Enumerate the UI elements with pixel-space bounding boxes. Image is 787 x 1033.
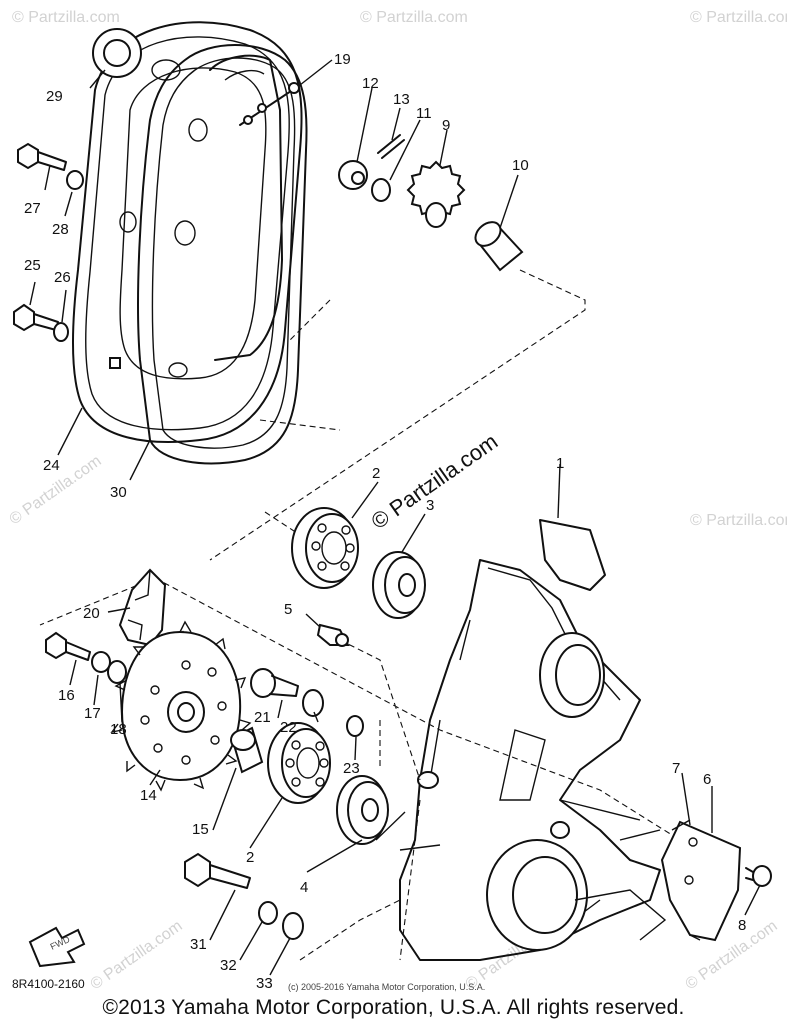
callout-19: 19 xyxy=(334,51,351,68)
small-copyright: (c) 2005-2016 Yamaha Motor Corporation, … xyxy=(288,982,485,992)
callout-21: 21 xyxy=(254,709,271,726)
callout-28: 28 xyxy=(52,221,69,238)
sprocket-14 xyxy=(110,620,252,792)
washer-32 xyxy=(258,901,278,925)
callout-26: 26 xyxy=(54,269,71,286)
callout-29: 29 xyxy=(46,88,63,105)
callout-2-upper: 2 xyxy=(372,465,380,482)
chaincase-housing xyxy=(399,519,667,961)
callout-18: 18 xyxy=(110,721,127,738)
spacer-15 xyxy=(230,726,264,774)
callout-23: 23 xyxy=(343,760,360,777)
callout-14: 14 xyxy=(140,787,157,804)
drive-chain xyxy=(209,54,301,361)
washer-23 xyxy=(346,715,364,737)
chaincase-cover xyxy=(72,21,303,443)
oil-seal-29 xyxy=(92,28,142,78)
fitting-5 xyxy=(316,623,350,647)
callout-17: 17 xyxy=(84,705,101,722)
bolt-21 xyxy=(250,668,299,698)
callout-9: 9 xyxy=(442,117,450,134)
watermark-top-left: © Partzilla.com xyxy=(12,9,120,26)
callout-3: 3 xyxy=(426,497,434,514)
bearing-2-lower xyxy=(267,722,331,804)
callout-6: 6 xyxy=(703,771,711,788)
washer-22 xyxy=(302,689,324,717)
callout-27: 27 xyxy=(24,200,41,217)
washer-33 xyxy=(282,912,304,940)
callout-31: 31 xyxy=(190,936,207,953)
callout-16: 16 xyxy=(58,687,75,704)
cover-plate-6 xyxy=(660,819,742,942)
chain-tensioner-20 xyxy=(118,568,167,647)
bolt-31 xyxy=(184,852,251,889)
spacer-10 xyxy=(474,221,524,272)
washer-11 xyxy=(371,178,391,202)
bolt-8 xyxy=(745,865,772,887)
nut-12 xyxy=(338,160,368,190)
callout-1: 1 xyxy=(556,455,564,472)
alignment-line-upper xyxy=(209,269,586,561)
callout-20: 20 xyxy=(83,605,100,622)
callout-12: 12 xyxy=(362,75,379,92)
callout-8: 8 xyxy=(738,917,746,934)
callout-5: 5 xyxy=(284,601,292,618)
callout-10: 10 xyxy=(512,157,529,174)
callout-24: 24 xyxy=(43,457,60,474)
fwd-arrow-icon: FWD xyxy=(28,926,86,968)
washer-17 xyxy=(91,651,111,673)
callout-leader-lines xyxy=(29,59,761,976)
callout-4: 4 xyxy=(300,879,308,896)
washer-18 xyxy=(107,660,127,684)
callout-11: 11 xyxy=(416,105,432,122)
callout-33: 33 xyxy=(256,975,273,992)
callout-15: 15 xyxy=(192,821,209,838)
callout-25: 25 xyxy=(24,257,41,274)
callout-13: 13 xyxy=(393,91,410,108)
callout-32: 32 xyxy=(220,957,237,974)
alignment-lines-mid xyxy=(39,577,681,961)
diagram-code: 8R4100-2160 xyxy=(12,977,85,991)
callout-2-lower: 2 xyxy=(246,849,254,866)
chaincase-gasket xyxy=(137,44,308,465)
copyright-footer: ©2013 Yamaha Motor Corporation, U.S.A. A… xyxy=(102,996,685,1019)
callout-labels: 29 27 28 25 26 24 30 19 12 13 11 9 10 1 … xyxy=(24,51,746,992)
bearing-3 xyxy=(372,551,426,619)
watermark-top-right: © Partzilla.com xyxy=(690,9,787,26)
callout-22: 22 xyxy=(280,719,297,736)
sprocket-9 xyxy=(406,160,466,228)
oil-seal-4 xyxy=(336,775,389,845)
washer-26 xyxy=(53,322,69,342)
bolt-25 xyxy=(13,303,59,332)
washer-28 xyxy=(66,170,84,190)
callout-30: 30 xyxy=(110,484,127,501)
callout-7: 7 xyxy=(672,760,680,777)
bearing-2-upper xyxy=(291,507,359,589)
watermark-mid-right: © Partzilla.com xyxy=(690,512,787,529)
bolt-27 xyxy=(17,142,67,171)
watermark-center: © Partzilla.com xyxy=(367,429,503,535)
cotter-pin-13 xyxy=(377,134,405,159)
watermark-top-center: © Partzilla.com xyxy=(360,9,468,26)
watermark-bottom-left: © Partzilla.com xyxy=(88,918,186,994)
bolt-16 xyxy=(45,631,91,661)
